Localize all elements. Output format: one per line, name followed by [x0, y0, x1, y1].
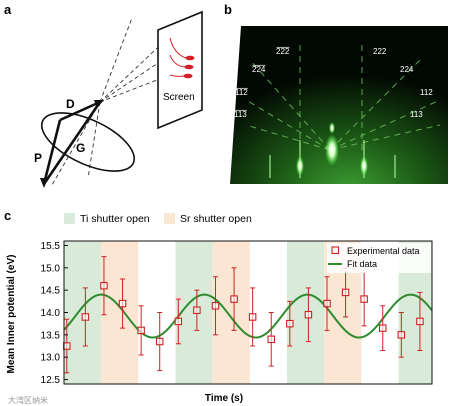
y-ticks: 12.5 13.0 13.5 14.0 14.5 15.0 15.5 — [41, 241, 68, 386]
arrow-head-d — [94, 100, 104, 108]
data-point — [360, 271, 368, 327]
index-222: 222 — [373, 47, 387, 56]
streak-spot-left — [296, 156, 304, 176]
marker-square — [63, 342, 71, 350]
data-point — [286, 300, 294, 347]
specular-spot — [325, 134, 339, 166]
data-point — [118, 278, 127, 329]
miller-indices: 222 222 224 224 112 112 113 113 — [234, 47, 433, 119]
panel-b: b — [224, 2, 448, 184]
kikuchi-lines — [245, 40, 441, 151]
marker-square — [286, 319, 294, 328]
index-222-bar: 222 — [276, 47, 290, 56]
legend-fit: Fit data — [347, 259, 377, 269]
data-point — [248, 287, 257, 347]
ti-band-label: Ti shutter open — [80, 213, 150, 225]
marker-square — [360, 295, 368, 303]
y-axis-label: Mean Inner potential (eV) — [6, 255, 17, 374]
marker-square — [100, 281, 108, 290]
data-point — [323, 276, 331, 331]
data-point — [378, 305, 387, 351]
sr-band — [101, 241, 139, 384]
streak-spot-right — [360, 156, 368, 176]
center-spot-upper — [329, 122, 335, 134]
panel-c-label: c — [4, 208, 11, 223]
index-112: 112 — [420, 88, 433, 97]
marker-square — [416, 317, 424, 326]
data-point — [100, 256, 108, 316]
data-point — [267, 312, 275, 367]
fit-line — [63, 293, 433, 339]
legend-marker-experimental — [331, 246, 340, 255]
data-point — [137, 305, 145, 356]
data-point — [397, 312, 406, 358]
marker-square — [81, 313, 90, 321]
data-point — [155, 312, 164, 372]
index-224-bar: 224 — [252, 65, 266, 74]
x-axis-label: Time (s) — [205, 393, 243, 404]
ti-band-swatch — [64, 213, 75, 224]
panel-c: c Ti shutter open Sr shutter open 12.5 13… — [4, 208, 433, 404]
screen-spots — [183, 55, 195, 79]
panel-a-label: a — [4, 2, 12, 17]
marker-square — [211, 302, 220, 310]
vector-arrows — [42, 100, 102, 185]
detector-screen — [157, 10, 203, 130]
data-point — [81, 287, 90, 347]
sr-band — [212, 241, 250, 384]
marker-square — [155, 337, 164, 346]
vector-g-label: G — [76, 141, 85, 155]
vector-p-label: P — [34, 151, 42, 165]
marker-square — [397, 331, 406, 339]
marker-square — [248, 313, 257, 321]
marker-square — [193, 306, 201, 315]
rheed-pattern — [230, 26, 448, 184]
panel-a: a D G P — [4, 2, 203, 188]
legend-box — [327, 243, 431, 273]
index-224: 224 — [400, 65, 414, 74]
data-point — [193, 289, 201, 331]
sr-band-label: Sr shutter open — [180, 213, 252, 225]
index-overlines — [234, 46, 290, 111]
panel-b-label: b — [224, 2, 232, 17]
index-113: 113 — [410, 110, 423, 119]
marker-square — [323, 299, 331, 308]
arrow-head-p — [40, 178, 48, 188]
sr-band-swatch — [164, 213, 175, 224]
screen-arcs — [169, 37, 187, 77]
marker-square — [137, 326, 145, 335]
marker-square — [267, 335, 275, 344]
y-tick-label: 14.0 — [41, 308, 61, 319]
vector-d-label: D — [66, 97, 75, 111]
marker-square — [378, 324, 387, 332]
y-tick-label: 15.0 — [41, 263, 61, 274]
ti-band — [64, 241, 102, 384]
y-tick-label: 15.5 — [41, 241, 61, 252]
watermark: 大湾区纳米 — [8, 395, 48, 405]
screen-label: Screen — [163, 92, 195, 103]
marker-square — [304, 310, 313, 319]
index-112-bar: 112 — [235, 88, 248, 97]
y-tick-label: 14.5 — [41, 286, 61, 297]
y-tick-label: 13.0 — [41, 353, 61, 364]
y-tick-label: 13.5 — [41, 330, 61, 341]
index-113-bar: 113 — [234, 110, 247, 119]
experimental-points — [63, 256, 424, 374]
data-point — [211, 276, 220, 336]
marker-square — [118, 299, 127, 308]
ewald-ellipse — [40, 112, 136, 172]
fit-curve — [63, 293, 433, 339]
data-point — [304, 287, 313, 343]
data-point — [230, 267, 238, 331]
marker-square — [341, 288, 350, 297]
data-point — [174, 298, 183, 345]
data-point — [416, 291, 424, 351]
marker-square — [230, 295, 238, 303]
legend-experimental: Experimental data — [347, 246, 420, 256]
y-tick-label: 12.5 — [41, 375, 61, 386]
marker-square — [174, 317, 183, 326]
